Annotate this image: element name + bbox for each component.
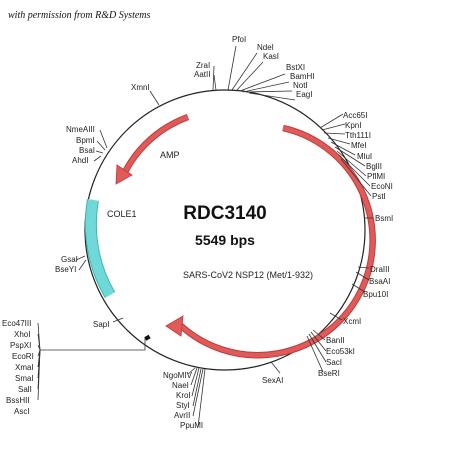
amp-arrow-head	[115, 164, 133, 185]
site-label: SalI	[18, 385, 32, 394]
site-label: EcoNI	[371, 182, 393, 191]
cole1-bar	[85, 199, 115, 298]
feature-label-amp: AMP	[160, 150, 180, 160]
site-label: GsaI	[61, 255, 78, 264]
site-label: NgoMIV	[163, 371, 193, 380]
plasmid-backbone	[84, 89, 366, 371]
site-label: PpuMI	[180, 421, 203, 430]
site-label: PstI	[372, 192, 386, 201]
site-label: PfoI	[232, 35, 246, 44]
site-label: BamHI	[290, 72, 314, 81]
nsp12-arrow-head	[165, 315, 184, 337]
site-label: Tth111I	[345, 131, 371, 140]
site-group-right-upper: Acc65I KpnI Tth111I MfeI MluI BglII PflM…	[319, 111, 393, 201]
site-label: MfeI	[351, 141, 367, 150]
site-label: SapI	[93, 320, 109, 329]
site-group-right-mid: DraIII BsaAI Bpu10I	[351, 265, 390, 299]
site-group-xcmi: XcmI	[329, 312, 361, 326]
site-label: BsmI	[375, 214, 393, 223]
site-label: NmeAIII	[66, 125, 95, 134]
site-label: NdeI	[257, 43, 274, 52]
site-group-bsmi: BsmI	[364, 214, 393, 223]
site-label: XhoI	[14, 330, 30, 339]
site-label: Eco53kI	[326, 347, 355, 356]
site-label: EcoRI	[12, 352, 34, 361]
site-label: BpmI	[76, 136, 95, 145]
site-label: BsaAI	[369, 277, 390, 286]
site-group-sapi: SapI	[93, 317, 124, 329]
site-group-sexai: SexAI	[262, 361, 283, 385]
site-label: DraIII	[370, 265, 390, 274]
site-label: BseRI	[318, 369, 340, 378]
site-group-upper-left: NmeAIII BpmI BsaI AhdI	[66, 125, 108, 165]
nsp12-arrow	[178, 125, 375, 358]
site-label: BstXI	[286, 63, 305, 72]
site-label: AscI	[14, 407, 30, 416]
site-label: AhdI	[72, 156, 88, 165]
site-label: BseYI	[55, 265, 76, 274]
site-group-top: PfoI NdeI KasI BstXI BamHI NotI EagI Zra…	[194, 35, 314, 101]
site-label: SexAI	[262, 376, 283, 385]
site-marker	[144, 334, 151, 341]
site-label: BssHII	[6, 396, 30, 405]
site-label: KroI	[176, 391, 191, 400]
site-group-xmni: XmnI	[131, 83, 160, 106]
permission-text: with permission from R&D Systems	[8, 10, 151, 21]
amp-arrow	[123, 114, 189, 174]
site-label: ZraI	[196, 61, 210, 70]
site-label: XcmI	[343, 317, 361, 326]
site-label: Acc65I	[343, 111, 367, 120]
site-label: SmaI	[15, 374, 34, 383]
site-label: Eco47III	[2, 319, 31, 328]
amp-arrow-outline	[122, 113, 190, 174]
site-label: NotI	[293, 81, 308, 90]
plasmid-size: 5549 bps	[195, 232, 255, 248]
site-label: AatII	[194, 70, 210, 79]
site-label: BglII	[366, 162, 382, 171]
site-label: PspXI	[10, 341, 31, 350]
feature-label-nsp12: SARS-CoV2 NSP12 (Met/1-932)	[183, 270, 313, 280]
site-label: PflMI	[367, 172, 385, 181]
site-group-bottom: NgoMIV NaeI KroI StyI AvrII PpuMI	[163, 367, 206, 430]
site-label: StyI	[176, 401, 190, 410]
site-label: NaeI	[172, 381, 189, 390]
site-label: KasI	[263, 52, 279, 61]
feature-label-cole1: COLE1	[107, 209, 137, 219]
site-label: XmnI	[131, 83, 150, 92]
plasmid-name: RDC3140	[183, 203, 266, 224]
site-label: BanII	[326, 336, 345, 345]
site-label: AvrII	[174, 411, 190, 420]
site-group-left-bottom: Eco47III XhoI PspXI EcoRI XmaI SmaI SalI…	[2, 319, 146, 416]
site-group-left-mid: GsaI BseYI	[55, 255, 87, 274]
site-label: BsaI	[79, 146, 95, 155]
site-label: KpnI	[345, 121, 361, 130]
site-label: EagI	[296, 90, 312, 99]
site-group-lower-right: BanII Eco53kI SacI BseRI	[306, 329, 355, 378]
site-label: SacI	[326, 358, 342, 367]
site-label: Bpu10I	[363, 290, 388, 299]
site-label: MluI	[357, 152, 372, 161]
site-label: XmaI	[15, 363, 34, 372]
